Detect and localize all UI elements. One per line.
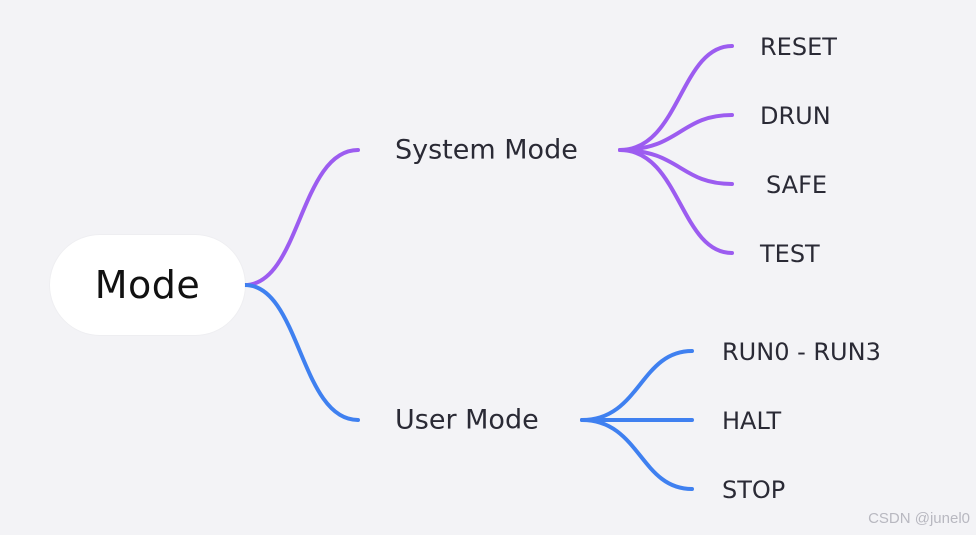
connector-system-drun [618, 113, 734, 152]
connector-system-safe [618, 148, 734, 186]
leaf-halt[interactable]: HALT [722, 407, 782, 435]
connector-system-reset [618, 44, 734, 152]
connector-system-test [618, 148, 734, 255]
connector-root-user [243, 283, 360, 422]
leaf-drun[interactable]: DRUN [760, 102, 831, 130]
watermark: CSDN @junel0 [868, 510, 970, 527]
connector-user-stop [580, 418, 694, 491]
leaf-safe[interactable]: SAFE [766, 171, 828, 199]
leaf-stop[interactable]: STOP [722, 476, 786, 504]
branch-system-mode[interactable]: System Mode [395, 134, 578, 166]
root-node[interactable]: Mode [50, 235, 245, 335]
branch-user-mode[interactable]: User Mode [395, 404, 539, 436]
leaf-run0-run3[interactable]: RUN0 - RUN3 [722, 338, 881, 366]
root-label: Mode [94, 263, 201, 307]
leaf-test[interactable]: TEST [760, 240, 820, 268]
leaf-reset[interactable]: RESET [760, 33, 837, 61]
connector-root-system [243, 148, 360, 287]
connector-user-run [580, 349, 694, 422]
